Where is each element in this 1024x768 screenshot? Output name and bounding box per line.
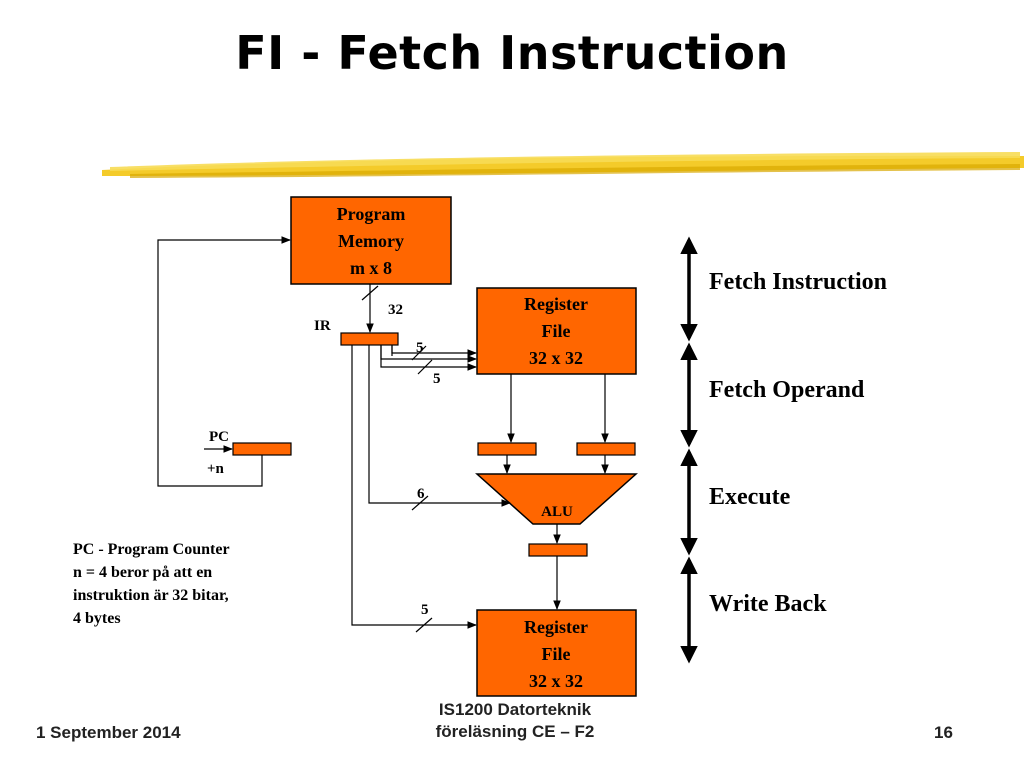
program-memory-label-1: Program <box>337 204 406 224</box>
alu-unit: ALU <box>475 473 638 525</box>
increment-label: +n <box>207 461 225 477</box>
stage-label-write-back: Write Back <box>709 591 827 617</box>
bus-width-rt: 5 <box>433 371 441 387</box>
ir-label: IR <box>314 318 331 334</box>
register-file-top-label-2: File <box>542 321 571 341</box>
pc-label: PC <box>209 429 229 445</box>
pc-explanation-note: PC - Program Counter n = 4 beror på att … <box>73 538 313 630</box>
operand-b-register <box>576 442 636 456</box>
program-memory-label-2: Memory <box>338 231 404 251</box>
slide-title: FI - Fetch Instruction <box>235 26 789 80</box>
pc-register: PC +n <box>204 429 292 477</box>
register-file-bottom-box: Register File 32 x 32 <box>476 609 637 697</box>
note-line-1: PC - Program Counter <box>73 541 230 558</box>
datapath-wires <box>157 236 609 629</box>
alu-label: ALU <box>541 504 573 520</box>
ir-register: IR <box>314 318 399 346</box>
stage-label-execute: Execute <box>709 484 791 510</box>
note-line-3: instruktion är 32 bitar, <box>73 587 229 604</box>
footer-course-line-2: föreläsning CE – F2 <box>435 722 595 741</box>
bus-width-rs: 5 <box>416 340 424 356</box>
footer-date: 1 September 2014 <box>36 723 181 742</box>
program-memory-box: Program Memory m x 8 <box>290 196 452 285</box>
footer-course-line-1: IS1200 Datorteknik <box>438 700 592 719</box>
bus-width-imm: 6 <box>417 486 425 502</box>
program-memory-label-3: m x 8 <box>350 258 392 278</box>
title-underline-stripe <box>102 152 1024 178</box>
bus-width-markers <box>361 285 433 633</box>
alu-output-register <box>528 543 588 557</box>
note-line-2: n = 4 beror på att en <box>73 564 213 581</box>
operand-a-register <box>477 442 537 456</box>
stage-label-fetch-operand: Fetch Operand <box>709 377 865 403</box>
register-file-bottom-label-3: 32 x 32 <box>529 671 583 691</box>
register-file-bottom-label-2: File <box>542 644 571 664</box>
footer-course: IS1200 Datorteknik föreläsning CE – F2 <box>380 699 650 743</box>
note-line-4: 4 bytes <box>73 610 121 627</box>
bus-width-32: 32 <box>388 302 403 318</box>
register-file-top-label-3: 32 x 32 <box>529 348 583 368</box>
stage-label-fetch-instruction: Fetch Instruction <box>709 269 887 295</box>
register-file-top-label-1: Register <box>524 294 588 314</box>
register-file-top-box: Register File 32 x 32 <box>476 287 637 375</box>
bus-width-rd: 5 <box>421 602 429 618</box>
register-file-bottom-label-1: Register <box>524 617 588 637</box>
footer-page-number: 16 <box>934 723 953 742</box>
